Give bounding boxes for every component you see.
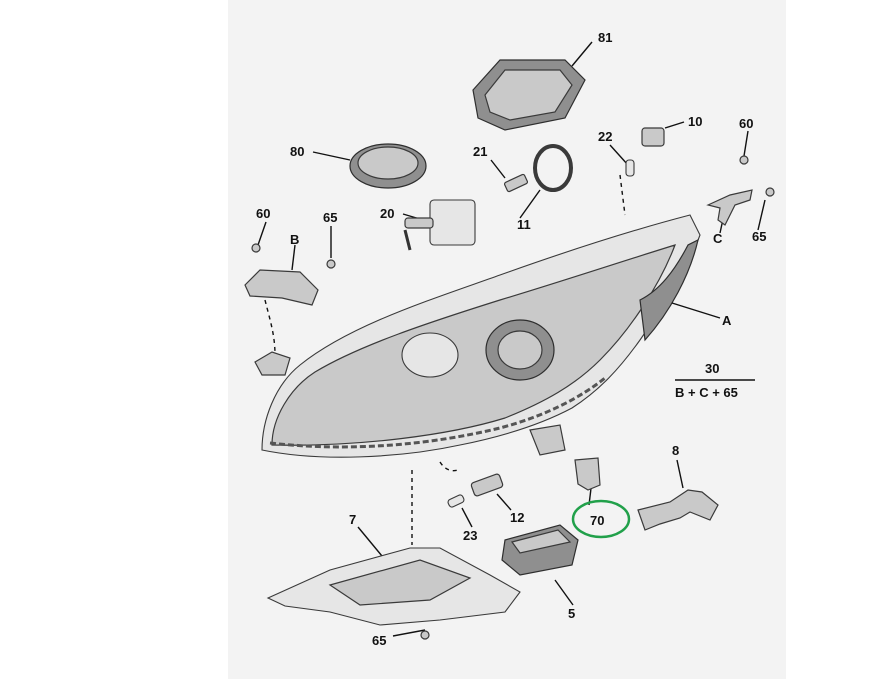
label-formula: B + C + 65	[675, 385, 738, 400]
label-21: 21	[473, 144, 487, 159]
label-23: 23	[463, 528, 477, 543]
bulb-21	[503, 173, 529, 193]
label-65: 65	[752, 229, 766, 244]
label-7: 7	[349, 512, 356, 527]
label-11: 11	[517, 217, 531, 232]
bracket-8	[637, 489, 719, 531]
bulb-22	[625, 159, 635, 177]
highlighted-part-70: 70	[571, 499, 631, 539]
label-60: 60	[739, 116, 753, 131]
socket-10	[641, 127, 665, 147]
headlamp-unit	[261, 214, 701, 458]
label-81: 81	[598, 30, 612, 45]
label-22: 22	[598, 129, 612, 144]
clip-70	[574, 457, 601, 491]
label-65-bottom: 65	[372, 633, 386, 648]
label-A: A	[722, 313, 732, 328]
label-5: 5	[568, 606, 575, 621]
label-65-left: 65	[323, 210, 337, 225]
bracket-C	[706, 155, 775, 226]
bracket-B	[244, 243, 336, 376]
label-B: B	[290, 232, 299, 247]
clip-ring-11	[533, 144, 573, 192]
label-60-left: 60	[256, 206, 270, 221]
holder-12	[470, 473, 504, 497]
label-80: 80	[290, 144, 304, 159]
cap-80	[349, 143, 427, 189]
label-20: 20	[380, 206, 394, 221]
label-70: 70	[590, 513, 604, 528]
bracket-7	[266, 547, 521, 640]
cover-81	[472, 59, 586, 131]
label-10: 10	[688, 114, 702, 129]
module-5	[501, 524, 579, 576]
label-12: 12	[510, 510, 524, 525]
label-C: C	[713, 231, 723, 246]
label-8: 8	[672, 443, 679, 458]
bulb-23	[447, 494, 465, 508]
part-labels: 81 10 60 22 80 21 20 11 C 65 60 65 B A 3…	[256, 30, 766, 648]
highlight-circle	[571, 499, 631, 539]
label-30: 30	[705, 361, 719, 376]
bulb-20	[403, 199, 476, 251]
